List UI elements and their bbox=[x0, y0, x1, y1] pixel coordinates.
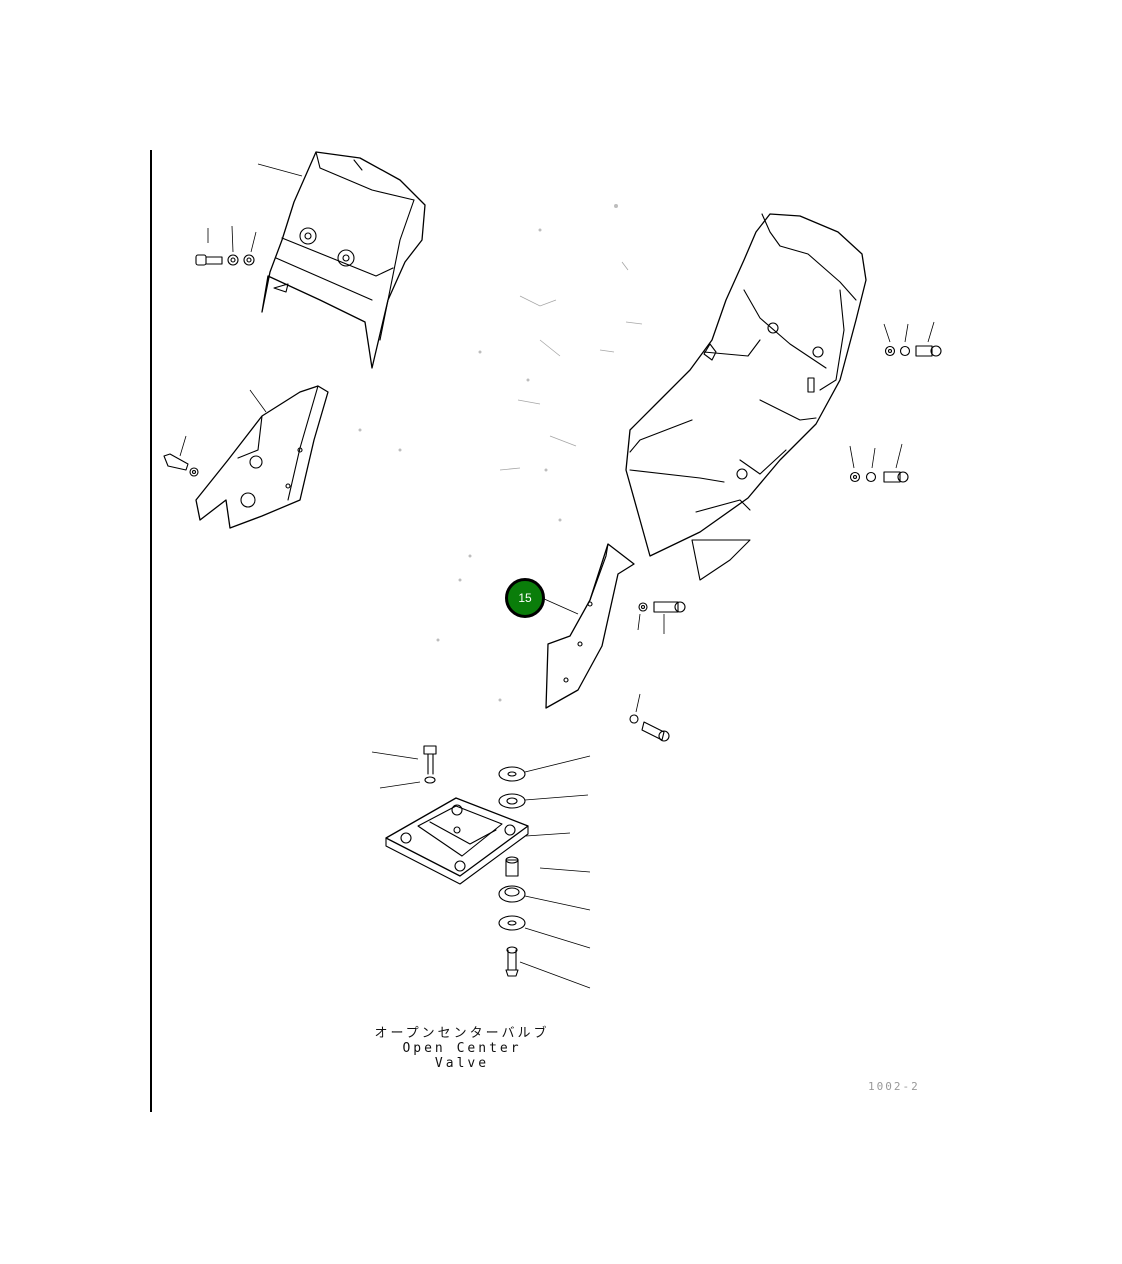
caption-japanese: オープンセンターバルブ bbox=[374, 1026, 550, 1041]
callout-part-15[interactable]: 15 bbox=[505, 578, 545, 618]
bracket-15-fasteners bbox=[629, 601, 686, 742]
figure-number: 1002-2 bbox=[868, 1080, 920, 1093]
valve-mount-hardware bbox=[371, 745, 591, 989]
right-upper-fasteners bbox=[883, 321, 942, 357]
faint-background-sketch bbox=[358, 204, 643, 702]
caption-english: Open Center Valve bbox=[402, 1041, 522, 1071]
right-lower-fasteners bbox=[849, 443, 909, 483]
bracket-part-15 bbox=[541, 543, 635, 709]
left-bracket bbox=[163, 385, 329, 529]
upper-left-fasteners bbox=[195, 225, 257, 266]
valve-mount-plate bbox=[385, 797, 571, 885]
upper-cover-panel bbox=[257, 151, 426, 369]
right-main-cover bbox=[625, 213, 867, 581]
